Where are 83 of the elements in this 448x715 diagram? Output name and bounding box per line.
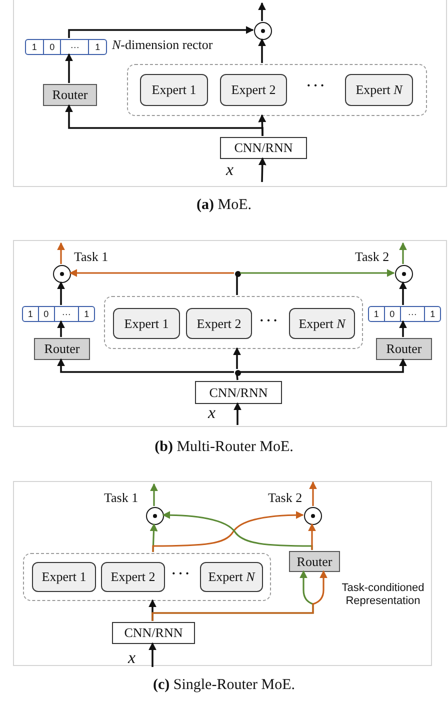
ellipsis: • • • [259, 316, 279, 326]
arrow [399, 242, 407, 264]
expert-box: Expert N [345, 74, 413, 106]
expert-group [104, 296, 363, 349]
expert-box: Expert 1 [32, 562, 96, 592]
vector-value: 0 [38, 307, 54, 321]
task-label: Task 1 [74, 249, 110, 265]
arrow [240, 269, 395, 277]
task-label: Task 2 [355, 249, 390, 265]
expert-box: Expert 1 [113, 308, 180, 339]
connector-line [236, 374, 238, 380]
arrow [309, 481, 317, 506]
input-variable: x [208, 403, 217, 423]
panel-frame [13, 0, 447, 187]
arrow [65, 53, 73, 83]
expert-box: Expert 2 [101, 562, 165, 592]
arrow [57, 281, 65, 305]
arrow [162, 511, 313, 550]
panel-frame [13, 481, 432, 666]
figure-caption: (c) Single-Router MoE. [152, 676, 296, 694]
connector-line [236, 276, 238, 295]
vector-value: 1 [78, 307, 94, 321]
panel-frame [13, 240, 447, 427]
router-box: Router [43, 84, 97, 106]
arrow [308, 523, 316, 550]
vector-value: 1 [88, 40, 106, 54]
ellipsis: • • • [171, 569, 191, 578]
arrow [152, 511, 304, 552]
expert-box: Expert N [289, 308, 355, 339]
router-box: Router [34, 338, 90, 360]
arrow [258, 157, 266, 182]
arrow [148, 642, 156, 667]
ellipsis: • • • [306, 81, 326, 90]
encoder-box: CNN/RNN [220, 137, 307, 159]
figure-caption: (b) Multi-Router MoE. [154, 438, 294, 456]
arrow [233, 347, 241, 369]
arrow [258, 2, 266, 21]
input-variable: x [226, 160, 235, 180]
vector-value: ··· [54, 307, 78, 321]
arrow [65, 104, 264, 136]
expert-box: Expert 2 [220, 74, 287, 106]
arrow [57, 358, 234, 373]
dot-product-circle [53, 265, 71, 283]
vector-value: ··· [60, 40, 88, 54]
arrow [240, 358, 407, 373]
arrow [399, 281, 407, 305]
vector-label: N-dimension rector [112, 37, 214, 53]
arrow [57, 320, 65, 337]
router-box: Router [376, 338, 432, 360]
dot-product-circle [395, 265, 413, 283]
vector-value: ··· [400, 307, 424, 321]
arrow [57, 242, 65, 264]
input-variable: x [128, 648, 137, 668]
task-label: Task 2 [268, 490, 304, 506]
vector-value: 1 [372, 308, 380, 320]
one-hot-vector [368, 306, 441, 322]
task-label: Task 1 [104, 490, 140, 506]
vector-value: 1 [26, 308, 34, 320]
arrow [258, 38, 266, 63]
one-hot-vector [25, 39, 107, 55]
arrow [234, 402, 242, 425]
vector-value: 1 [30, 40, 38, 54]
arrow [68, 26, 254, 38]
expert-group [127, 64, 427, 116]
encoder-box: CNN/RNN [195, 381, 282, 404]
expert-box: Expert 2 [186, 308, 252, 339]
dot-product-circle [304, 507, 322, 525]
expert-box: Expert N [200, 562, 263, 592]
encoder-box: CNN/RNN [112, 622, 195, 644]
expert-group [23, 553, 271, 601]
dot-product-circle [254, 22, 272, 40]
vector-value: 1 [424, 307, 440, 321]
router-box: Router [289, 551, 340, 572]
expert-box: Expert 1 [140, 74, 208, 106]
vector-value: 0 [42, 40, 60, 54]
vector-value: 0 [384, 307, 400, 321]
annotation: Task-conditioned Representation [340, 582, 426, 608]
arrow [150, 483, 158, 506]
figure-caption: (a) MoE. [196, 196, 252, 214]
one-hot-vector [22, 306, 95, 322]
arrow [399, 320, 407, 337]
dot-product-circle [146, 507, 164, 525]
arrow [69, 269, 234, 277]
